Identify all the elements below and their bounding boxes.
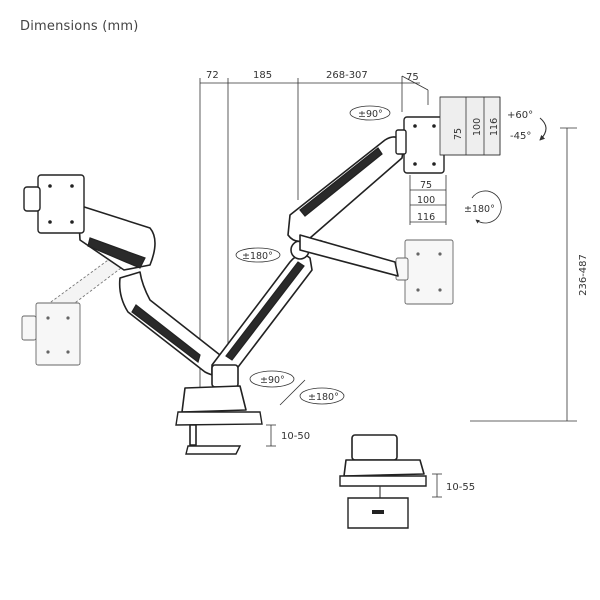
grommet-range-line	[432, 473, 442, 498]
vesa-v-100: 100	[472, 118, 483, 136]
grommet-range-label: 10-55	[446, 482, 475, 493]
right-monitor-plate	[395, 116, 445, 174]
page-title: Dimensions (mm)	[20, 19, 139, 34]
tilt-up-label: +60°	[507, 110, 533, 121]
ghost-monitor-left	[21, 254, 126, 366]
grommet-mount	[339, 434, 427, 529]
elbow-rotate-label: ±180°	[242, 251, 273, 262]
vesa-v-116: 116	[489, 118, 500, 136]
left-upper-arm	[77, 204, 156, 271]
rotation-head-swivel: ±90°	[349, 105, 391, 121]
vesa-v-75: 75	[453, 128, 464, 140]
clamp-range-line	[266, 424, 276, 447]
vesa-h-100: 100	[417, 195, 435, 206]
right-upper-arm	[287, 136, 405, 277]
dimension-75: 75	[406, 72, 419, 83]
head-swivel-label: ±90°	[358, 109, 383, 120]
vesa-box-vertical	[439, 96, 501, 156]
base-swivel-label: ±90°	[260, 375, 285, 386]
rotation-elbow: ±180°	[235, 247, 281, 263]
rotation-base-swivel: ±90°	[249, 370, 295, 388]
rotation-base: ±180°	[299, 387, 345, 405]
height-range-label: 236-487	[578, 254, 589, 296]
dimension-72: 72	[206, 70, 219, 81]
left-monitor-plate	[23, 174, 85, 234]
screen-rotate-label: ±180°	[464, 204, 495, 215]
vesa-h-116: 116	[417, 212, 435, 223]
tilt-arc	[539, 117, 547, 141]
dimension-268-307: 268-307	[326, 70, 368, 81]
clamp-base	[175, 364, 263, 455]
vesa-h-75: 75	[420, 180, 432, 191]
left-lower-arm	[118, 271, 226, 376]
tilt-down-label: -45°	[510, 131, 531, 142]
rotation-divider	[279, 379, 306, 406]
dimension-185: 185	[253, 70, 272, 81]
rotation-screen: ±180°	[464, 190, 502, 224]
vesa-box-horizontal	[409, 175, 447, 225]
clamp-range-label: 10-50	[281, 431, 310, 442]
height-range-line	[470, 127, 577, 422]
base-rotate-label: ±180°	[308, 392, 339, 403]
